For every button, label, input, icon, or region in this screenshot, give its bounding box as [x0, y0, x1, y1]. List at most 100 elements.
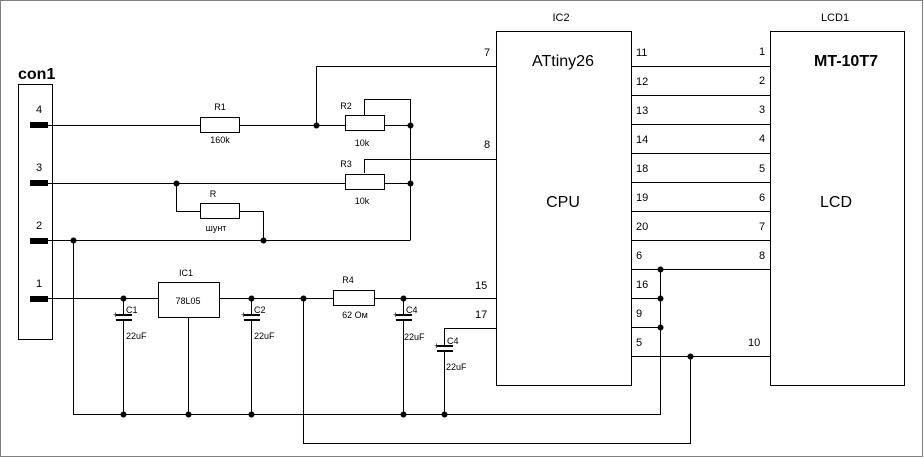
- mcu-pin-16-number: 16: [636, 279, 648, 291]
- junction-dot: [441, 411, 448, 418]
- resistor-shunt-label: R: [210, 189, 217, 199]
- regulator-ref: IC1: [179, 268, 193, 278]
- lcd-lcd1: LCD1 MT-10T7 LCD 1 2 3 4 5 6 7 8 10: [748, 12, 905, 386]
- capacitor-c1-plate-bottom: [116, 319, 132, 321]
- capacitor-c2-value: 22uF: [254, 331, 275, 341]
- mcu-pin-5-number: 5: [636, 337, 642, 349]
- wire-to-mcu-pin7: [316, 66, 496, 125]
- junction-dot: [70, 237, 77, 244]
- wire-ground-bus: [73, 240, 661, 415]
- mcu-pin-11-number: 11: [636, 47, 647, 59]
- resistor-shunt: R шунт: [200, 189, 240, 233]
- resistor-r2-value: 10k: [355, 138, 370, 148]
- junction-dot: [260, 237, 267, 244]
- resistor-r4-label: R4: [342, 275, 354, 285]
- junction-dot: [248, 411, 255, 418]
- resistor-r3-body: [345, 174, 385, 190]
- lcd-pin-8-number: 8: [759, 250, 765, 262]
- capacitor-c2-polarity: +: [241, 310, 246, 320]
- resistor-r1: R1 160k: [200, 102, 240, 145]
- mcu-part: ATtiny26: [532, 53, 594, 70]
- mcu-pin-7-number: 7: [484, 47, 490, 59]
- mcu-pin-15-number: 15: [475, 280, 487, 292]
- resistor-shunt-value: шунт: [206, 223, 227, 233]
- regulator-body: [158, 282, 220, 318]
- wire-r2-wiper: [364, 99, 411, 240]
- capacitor-c2-plate-bottom: [244, 319, 260, 321]
- capacitor-c1: + C1 22uF: [113, 305, 147, 341]
- capacitor-c4-lower-value: 22uF: [446, 362, 467, 372]
- junction-dot: [120, 295, 127, 302]
- capacitor-c4-upper-value: 22uF: [404, 332, 425, 342]
- connector-pin-2-pad: [30, 238, 48, 244]
- resistor-r2-body: [345, 115, 385, 131]
- mcu-pin-12-number: 12: [636, 76, 648, 88]
- capacitor-c1-plate-top: [116, 314, 132, 316]
- mcu-body: [496, 31, 632, 386]
- wire-mcu-pin17-c4b: [444, 328, 496, 345]
- lcd-pin-1-number: 1: [759, 46, 765, 58]
- capacitor-c1-label: C1: [126, 305, 138, 315]
- junction-dot: [400, 295, 407, 302]
- capacitor-c4-upper-plate-bottom: [396, 319, 412, 321]
- connector-pin-3-number: 3: [36, 162, 42, 174]
- capacitor-c4-upper-polarity: +: [393, 310, 398, 320]
- junction-dot: [400, 411, 407, 418]
- lcd-pin-10-number: 10: [748, 337, 760, 349]
- resistor-r3: R3 10k: [340, 159, 385, 206]
- wires: [48, 66, 770, 444]
- connector-pin-3-pad: [30, 180, 48, 186]
- mcu-pin-9-number: 9: [636, 308, 642, 320]
- junction-dot: [657, 324, 664, 331]
- wire-shunt-left: [176, 183, 200, 212]
- lcd-pin-2-number: 2: [759, 75, 765, 87]
- junction-dot: [657, 266, 664, 273]
- capacitor-c4-upper: + C4 22uF: [393, 305, 425, 342]
- resistor-r4: R4 62 Ом: [333, 275, 375, 320]
- lcd-pin-3-number: 3: [759, 104, 765, 116]
- connector-pin-2-number: 2: [36, 220, 42, 232]
- connector-pin-1-number: 1: [36, 278, 42, 290]
- capacitor-c4-lower-polarity: +: [434, 341, 439, 351]
- regulator-part: 78L05: [175, 296, 200, 306]
- resistor-r2: R2 10k: [340, 101, 385, 148]
- capacitor-c4-upper-label: C4: [406, 305, 418, 315]
- resistor-r2-label: R2: [340, 101, 352, 111]
- wire-r3-wiper-mcu-pin8: [364, 159, 496, 173]
- lcd-ref: LCD1: [821, 12, 849, 24]
- lcd-pin-5-number: 5: [759, 163, 765, 175]
- regulator-ic1: IC1 78L05: [158, 268, 220, 318]
- mcu-pin-19-number: 19: [636, 192, 648, 204]
- mcu-pin-6-number: 6: [636, 250, 642, 262]
- lcd-pin-7-number: 7: [759, 221, 765, 233]
- lcd-body: [770, 31, 905, 386]
- resistor-r4-body: [333, 290, 375, 306]
- capacitor-c2-label: C2: [254, 305, 266, 315]
- junction-dot: [120, 411, 127, 418]
- lcd-pin-6-number: 6: [759, 192, 765, 204]
- mcu-pin-13-number: 13: [636, 105, 648, 117]
- capacitor-c4-lower: + C4 22uF: [434, 336, 467, 372]
- junction-dot: [313, 122, 320, 129]
- resistor-r1-value: 160k: [210, 135, 230, 145]
- capacitor-c1-value: 22uF: [126, 331, 147, 341]
- junction-dot: [173, 180, 180, 187]
- connector-pin-1-pad: [30, 296, 48, 302]
- capacitor-c4-upper-plate-top: [396, 314, 412, 316]
- mcu-ref: IC2: [552, 12, 569, 24]
- mcu-pin-8-number: 8: [484, 139, 490, 151]
- capacitor-c2-plate-top: [244, 314, 260, 316]
- junctions: [70, 122, 694, 418]
- capacitor-c2: + C2 22uF: [241, 305, 275, 341]
- capacitor-c4-lower-plate-bottom: [437, 350, 453, 352]
- mcu-pin-14-number: 14: [636, 134, 648, 146]
- resistor-r3-value: 10k: [355, 196, 370, 206]
- junction-dot: [185, 411, 192, 418]
- mcu-pin-20-number: 20: [636, 221, 648, 233]
- junction-dot: [687, 353, 694, 360]
- wire-shunt-right: [240, 211, 264, 240]
- capacitor-c1-polarity: +: [113, 310, 118, 320]
- connector-pin-4-pad: [30, 122, 48, 128]
